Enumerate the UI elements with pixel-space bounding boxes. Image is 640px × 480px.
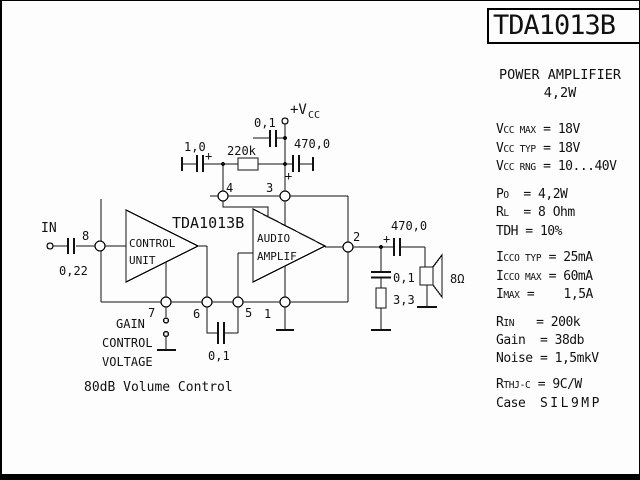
spec-panel: TDA1013B POWER AMPLIFIER 4,2W VCC MAX = … — [480, 0, 640, 480]
spec-line: PO = 4,2W — [496, 186, 568, 202]
spec-line: VCC TYP = 18V — [496, 140, 580, 156]
caption-label: 80dB Volume Control — [84, 380, 233, 395]
ic-name-label: TDA1013B — [172, 214, 244, 232]
input-terminal — [46, 242, 54, 250]
control-unit-label2: UNIT — [129, 254, 156, 267]
audio-amplifier-triangle — [252, 207, 327, 284]
gain-terminal-lower — [162, 330, 170, 338]
subtitle-line1: POWER AMPLIFIER — [499, 67, 621, 83]
vcc-terminal — [281, 117, 289, 125]
junction-dot — [221, 162, 225, 166]
cap-pins56-plates — [217, 322, 225, 344]
speaker-impedance-label: 8Ω — [450, 272, 464, 286]
spec-list: VCC MAX = 18V VCC TYP = 18V VCC RNG = 10..… — [496, 121, 640, 421]
spec-line: IMAX = 1,5A — [496, 287, 593, 302]
spec-line: Noise = 1,5mkV — [496, 350, 599, 366]
spec-line: TDH = 10% — [496, 223, 562, 239]
pin4-wire — [222, 164, 269, 216]
junction-dot — [379, 245, 383, 249]
pin-1-circle — [279, 296, 291, 308]
pin6-wire — [198, 245, 208, 302]
junction-dot — [283, 162, 287, 166]
pin-3-circle — [279, 190, 291, 202]
subtitle-line2: 4,2W — [543, 85, 577, 101]
pin-7-circle — [160, 296, 172, 308]
circuit-schematic: IN 0,22 8 TDA1013B CONTROL UNIT AUDIO AM… — [41, 102, 464, 395]
pin4-label: 4 — [226, 181, 233, 195]
cap-01top-plates — [269, 130, 277, 147]
pin-2-circle — [342, 241, 354, 253]
pin5-wire — [237, 252, 253, 302]
gain-label2: CONTROL — [102, 336, 153, 350]
audio-amp-label: AUDIO — [257, 232, 290, 245]
junction-dot — [283, 136, 287, 140]
border-left — [0, 0, 2, 480]
spec-line: Case SIL9MP — [496, 395, 602, 411]
border-top — [0, 0, 640, 1]
pin1-label: 1 — [264, 307, 271, 321]
cap-470top-plates — [292, 155, 300, 172]
pin-8-circle — [94, 240, 106, 252]
audio-amp-label2: AMPLIF — [257, 250, 297, 263]
cap-1u-plates — [196, 155, 204, 172]
spec-line: RTHJ-C = 9C/W — [496, 377, 582, 392]
cap-1u-plus: + — [205, 149, 212, 163]
gain-label3: VOLTAGE — [102, 355, 153, 369]
cap-022-plates — [67, 238, 75, 254]
cap-zobel-plates — [371, 271, 391, 279]
cap-1u-label: 1,0 — [184, 140, 206, 154]
pin-6-circle — [201, 296, 213, 308]
spec-line: VCC RNG = 10...40V — [496, 159, 617, 174]
cap-out-plates — [393, 238, 401, 256]
spec-line: ICCO MAX = 60mA — [496, 268, 593, 284]
control-unit-triangle — [125, 208, 200, 284]
pin5-label: 5 — [245, 306, 252, 320]
cap-out-lead — [401, 246, 426, 267]
gain-terminal-upper — [162, 317, 170, 324]
spec-line: ICCO TYP = 25mA — [496, 250, 593, 265]
pin3-label: 3 — [266, 181, 273, 195]
cap-out-label: 470,0 — [391, 219, 427, 233]
gain-label1: GAIN — [116, 317, 145, 331]
input-label: IN — [41, 221, 57, 236]
pin6-label: 6 — [193, 307, 200, 321]
spec-line: RIN = 200k — [496, 314, 581, 330]
vcc-label: +V — [290, 102, 307, 118]
spec-line: Gain = 38db — [496, 333, 584, 348]
subtitle: POWER AMPLIFIER 4,2W — [482, 66, 638, 102]
cap-470top-plus: + — [285, 169, 292, 183]
cap-01top-label: 0,1 — [254, 116, 276, 130]
title-box: TDA1013B — [487, 8, 640, 44]
cap-pins56-leads — [206, 302, 239, 334]
cap-022-label: 0,22 — [59, 264, 88, 278]
pin8-label: 8 — [82, 229, 89, 243]
speaker-horn — [432, 253, 443, 299]
pin2-label: 2 — [353, 230, 360, 244]
cap-out-plus: + — [383, 232, 390, 246]
vcc-label-sub: CC — [308, 110, 320, 121]
resistor-220k — [237, 157, 259, 171]
cap-zobel-label: 0,1 — [393, 271, 415, 285]
control-unit-label: CONTROL — [129, 237, 176, 250]
cap-pins56-label: 0,1 — [208, 349, 230, 363]
pin-5-circle — [232, 296, 244, 308]
spec-line: RL = 8 Ohm — [496, 205, 575, 220]
cap-470top-label: 470,0 — [294, 137, 330, 151]
border-bottom — [0, 474, 640, 480]
pin-4-circle — [217, 190, 229, 202]
pin7-label: 7 — [148, 306, 155, 320]
resistor-220k-label: 220k — [227, 144, 257, 158]
resistor-zobel-label: 3,3 — [393, 293, 415, 307]
resistor-zobel — [375, 287, 387, 309]
page-title: TDA1013B — [493, 10, 616, 41]
speaker-box — [419, 266, 434, 286]
spec-line: VCC MAX = 18V — [496, 122, 580, 137]
